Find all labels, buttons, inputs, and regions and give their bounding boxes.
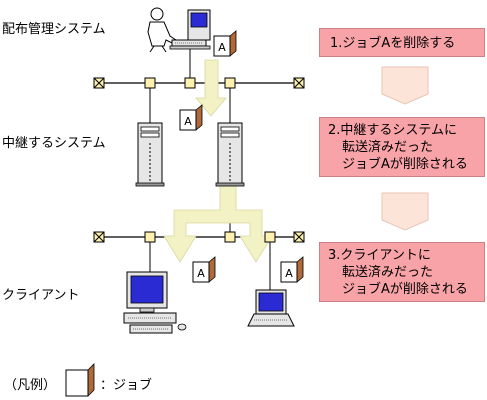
network-node	[184, 77, 196, 89]
client-desktop-icon	[123, 271, 187, 334]
step-3-line-3: ジョブAが削除される	[342, 282, 468, 297]
workstation-icon	[169, 9, 211, 50]
relay-server-icon	[135, 122, 165, 187]
relay-system-label: 中継するシステム	[2, 136, 106, 151]
step-2-line-2: 転送済みだった	[342, 140, 434, 155]
network-node	[264, 231, 276, 243]
legend-job-box	[65, 363, 95, 397]
job-box: A	[192, 256, 216, 283]
job-box: A	[213, 30, 237, 57]
network-node	[224, 77, 236, 89]
network-terminator-bottom-left	[93, 231, 105, 243]
network-node	[144, 231, 156, 243]
step-3-line-1: 3.クライアントに	[328, 248, 431, 263]
relay-server-icon	[215, 122, 245, 187]
svg-text:A: A	[184, 115, 192, 128]
flow-arrow-split	[163, 185, 273, 263]
network-node	[144, 77, 156, 89]
step-box-1: 1.ジョブAを削除する	[319, 28, 485, 57]
distribution-system-label: 配布管理システム	[2, 22, 106, 37]
step-box-2: 2.中継するシステムに 転送済みだった ジョブAが削除される	[319, 117, 485, 177]
svg-text:A: A	[197, 267, 205, 280]
network-terminator-bottom-right	[293, 231, 305, 243]
step-1-line-1: 1.ジョブAを削除する	[330, 36, 456, 51]
client-label: クライアント	[2, 288, 80, 303]
job-box: A	[280, 256, 304, 283]
client-laptop-icon	[247, 289, 295, 327]
legend-job-label: ：ジョブ	[100, 378, 153, 393]
network-node	[224, 231, 236, 243]
step-2-line-1: 2.中継するシステムに	[328, 123, 458, 138]
flow-arrow-top	[195, 59, 227, 117]
svg-text:A: A	[218, 41, 226, 54]
step-2-line-3: ジョブAが削除される	[342, 157, 468, 172]
network-terminator-top-right	[293, 77, 305, 89]
job-box: A	[179, 104, 203, 131]
step-3-line-2: 転送済みだった	[342, 265, 434, 280]
admin-person-icon	[147, 7, 177, 53]
step-arrow-2	[381, 192, 429, 231]
legend-prefix: （凡例）	[4, 378, 57, 393]
network-terminator-top-left	[93, 77, 105, 89]
step-arrow-1	[381, 66, 429, 105]
svg-text:A: A	[285, 267, 293, 280]
step-box-3: 3.クライアントに 転送済みだった ジョブAが削除される	[319, 242, 485, 302]
